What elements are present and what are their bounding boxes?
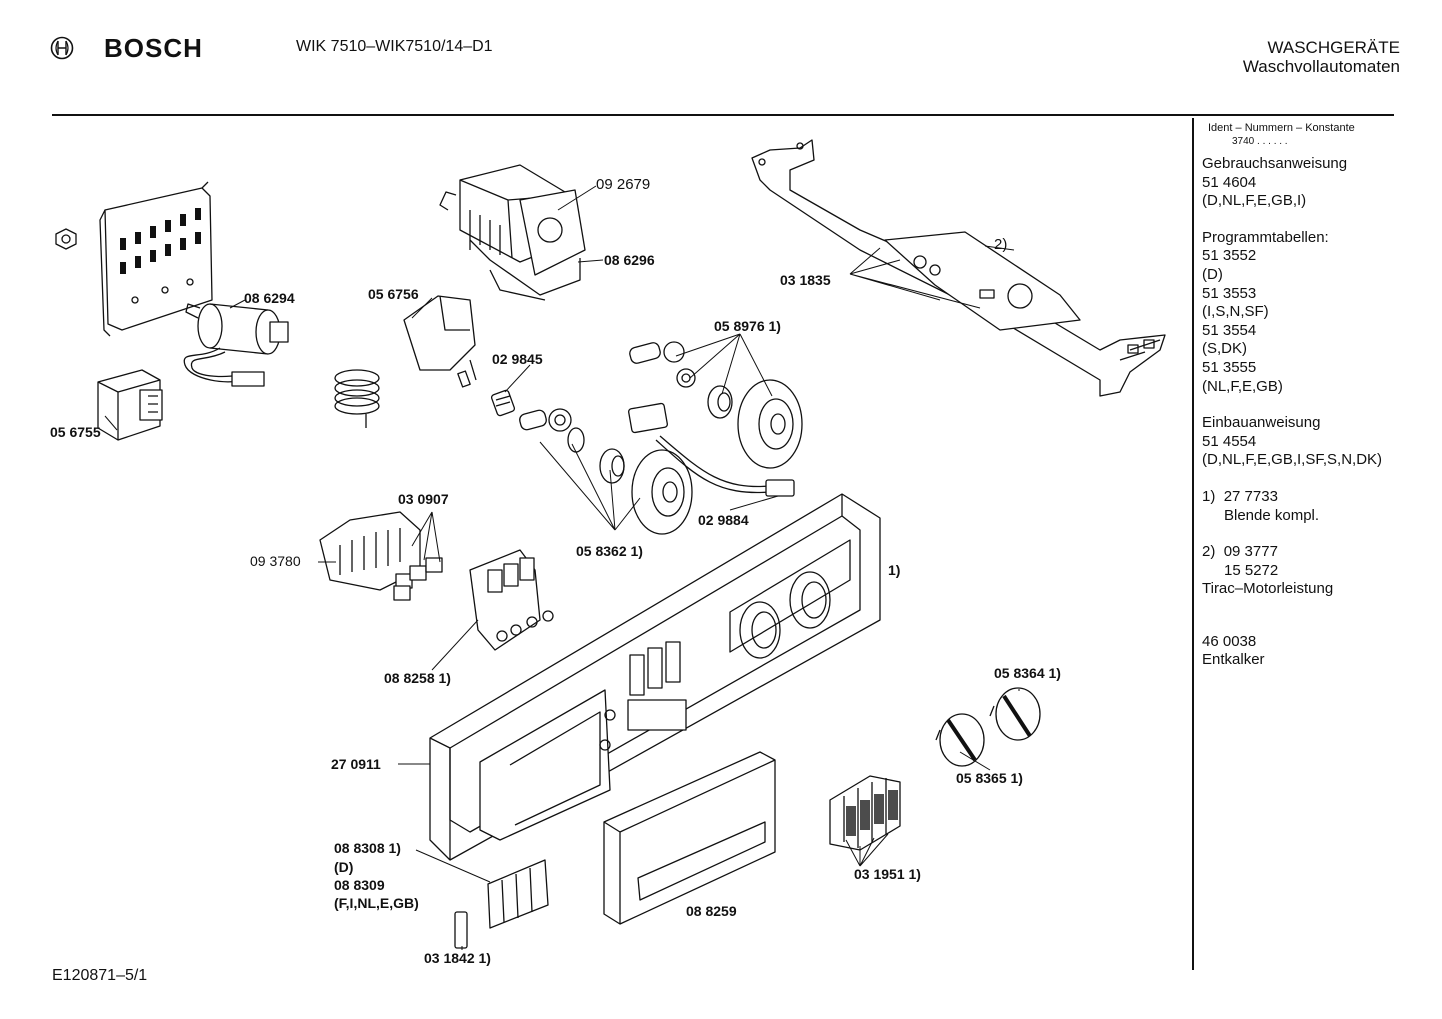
install-title: Einbauanweisung (1202, 414, 1321, 432)
usage-title: Gebrauchsanweisung (1202, 155, 1348, 172)
control-knob-part-icon (935, 687, 1041, 767)
lamp-holder-part-icon (519, 408, 625, 484)
note-2-number: 09 3777 (1223, 543, 1278, 561)
program-number: 51 3553 (1202, 284, 1257, 302)
part-label: 27 0911 (331, 756, 381, 772)
install-langs: (D,NL,F,E,GB,I,SF,S,N,DK) (1202, 451, 1383, 469)
usage-langs: (D,NL,F,E,GB,I) (1202, 192, 1307, 210)
program-number: 51 3555 (1202, 358, 1257, 376)
note-1: 1) 27 7733 (1202, 488, 1438, 507)
part-label: 09 3780 (250, 553, 301, 569)
usage-number: 51 4604 (1202, 173, 1257, 191)
shaft-coupling-part-icon (490, 389, 516, 417)
document-sidebar: Ident – Nummern – Konstante 3740 . . . .… (1202, 121, 1438, 670)
part-label: 03 1835 (780, 272, 831, 288)
program-langs: (S,DK) (1202, 340, 1247, 358)
program-langs: (NL,F,E,GB) (1202, 377, 1283, 395)
program-number: 51 3552 (1202, 247, 1257, 265)
wire-connector-part-icon (628, 402, 795, 497)
extra-text: Entkalker (1202, 651, 1265, 669)
control-panel-part-icon (429, 493, 881, 861)
programmer-unit-part-icon (439, 164, 586, 301)
switch-block-part-icon (319, 511, 443, 601)
note-2: 2) 09 3777 (1202, 543, 1438, 562)
switch-bank-part-icon (469, 549, 554, 651)
part-label: 05 8364 1) (994, 665, 1061, 681)
nut-part-icon (55, 228, 77, 250)
ident-title: Ident – Nummern – Konstante (1208, 122, 1355, 134)
program-langs: (D) (1202, 265, 1223, 283)
category-title: WASCHGERÄTE Waschvollautomaten (1243, 38, 1400, 76)
brand-name: BOSCH (104, 33, 203, 63)
part-label: 08 8308 1) (334, 840, 401, 856)
part-label: 09 2679 (596, 176, 651, 193)
part-label: 03 0907 (398, 491, 449, 507)
part-label: 05 6755 (50, 424, 101, 440)
part-label: 03 1951 1) (854, 866, 921, 882)
transformer-part-icon (97, 369, 163, 441)
motor-bracket-part-icon (751, 139, 1166, 397)
part-label: 05 6756 (368, 286, 419, 302)
part-label: 03 1842 1) (424, 950, 491, 966)
note-2-marker: 2) (1202, 543, 1216, 561)
header-rule (52, 114, 1394, 116)
program-langs: (I,S,N,SF) (1202, 303, 1269, 321)
part-label: 08 8259 (686, 903, 737, 919)
note-1-number: 27 7733 (1223, 487, 1278, 505)
ident-value: 3740 . . . . . . (1232, 136, 1288, 147)
part-label: 08 8258 1) (384, 670, 451, 686)
part-label: 2) (994, 236, 1008, 253)
note-2-text: Tirac–Motorleistung (1202, 580, 1334, 598)
indicator-pin-part-icon (454, 911, 468, 949)
install-number: 51 4554 (1202, 432, 1257, 450)
part-label: (F,I,NL,E,GB) (334, 895, 419, 911)
capacitor-part-icon (183, 303, 289, 387)
drawing-code: E120871–5/1 (52, 967, 148, 984)
subcategory-label: Waschvollautomaten (1242, 57, 1400, 76)
program-number: 51 3554 (1202, 321, 1257, 339)
extra-number: 46 0038 (1202, 632, 1257, 650)
program-title: Programmtabellen: (1202, 228, 1329, 246)
knob-disc-part-icon (631, 449, 693, 535)
note-2-number-2: 15 5272 (1224, 561, 1279, 579)
label-plate-part-icon (487, 859, 549, 929)
lamp-upper-part-icon (629, 341, 733, 419)
knob-disc-part-icon (737, 379, 803, 469)
part-label: 08 8309 (334, 877, 385, 893)
category-label: WASCHGERÄTE (1267, 38, 1400, 57)
drawer-cover-part-icon (603, 751, 776, 925)
part-label: 05 8362 1) (576, 543, 643, 559)
part-label: 08 6294 (244, 290, 295, 306)
part-label: 1) (888, 562, 901, 578)
mounting-plate-part-icon (99, 181, 213, 337)
part-label: 08 6296 (604, 252, 655, 268)
part-label: 02 9884 (698, 512, 749, 528)
model-code: WIK 7510–WIK7510/14–D1 (296, 38, 493, 55)
note-1-marker: 1) (1202, 487, 1216, 505)
push-button-set-part-icon (829, 775, 901, 851)
part-label: (D) (334, 859, 354, 875)
bosch-logo-icon (50, 36, 74, 60)
part-label: 05 8976 1) (714, 318, 781, 334)
note-1-text: Blende kompl. (1224, 506, 1320, 524)
pressure-switch-part-icon (334, 295, 477, 428)
part-label: 05 8365 1) (956, 770, 1023, 786)
sidebar-divider (1192, 118, 1194, 970)
part-label: 02 9845 (492, 351, 543, 367)
